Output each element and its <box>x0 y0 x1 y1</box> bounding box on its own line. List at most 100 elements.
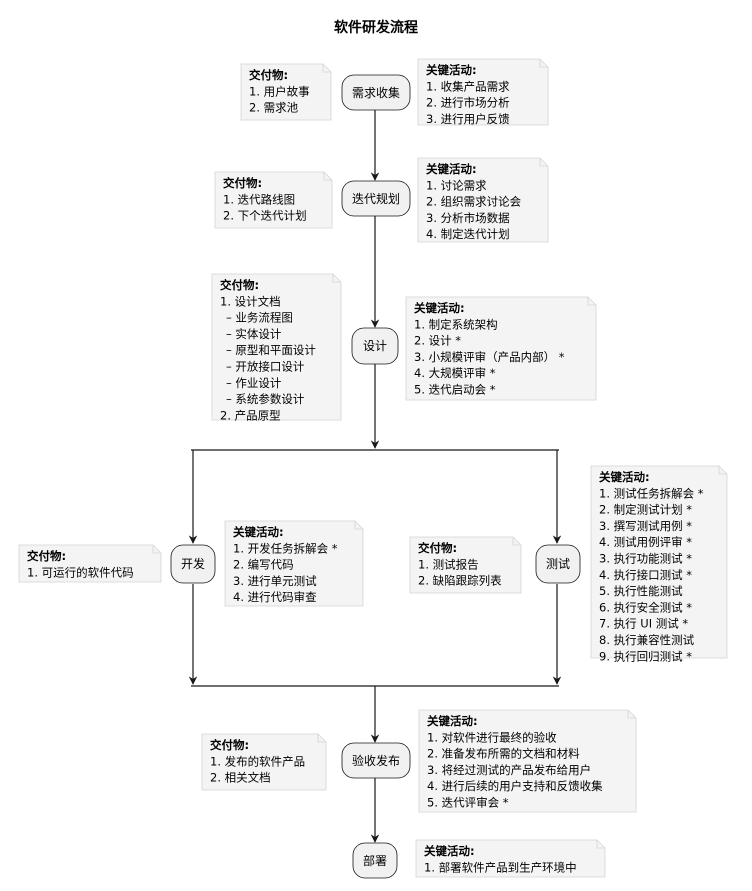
note-heading: 交付物: <box>249 68 288 82</box>
note-body <box>417 58 549 126</box>
note-line: 3. 撰写测试用例 * <box>599 519 692 533</box>
node-dev-label: 开发 <box>181 556 205 571</box>
note-line: 2. 相关文档 <box>210 771 271 785</box>
note-fold <box>539 59 548 68</box>
note-line: 2. 缺陷跟踪列表 <box>418 574 502 588</box>
note-collect-act: 关键活动: 1. 收集产品需求 2. 进行市场分析 3. 进行用户反馈 <box>417 58 549 126</box>
note-fold <box>718 466 727 475</box>
node-plan-label: 迭代规划 <box>352 191 400 206</box>
note-line: – 实体设计 <box>226 327 282 341</box>
note-line: 1. 讨论需求 <box>426 178 487 192</box>
note-fold <box>539 158 548 167</box>
note-line: 2. 准备发布所需的文档和材料 <box>427 747 580 761</box>
note-heading: 交付物: <box>223 176 262 190</box>
note-line: 1. 设计文档 <box>220 294 281 308</box>
note-line: 4. 大规模评审 * <box>414 366 496 380</box>
note-line: 3. 执行功能测试 * <box>599 552 692 566</box>
note-line: 1. 发布的软件产品 <box>210 754 305 768</box>
note-fold <box>354 521 363 530</box>
note-fold <box>596 840 605 849</box>
note-line: 3. 进行用户反馈 <box>426 112 510 126</box>
note-heading: 关键活动: <box>426 63 477 77</box>
note-body <box>201 733 327 791</box>
note-line: 3. 将经过测试的产品发布给用户 <box>427 763 591 777</box>
note-line: 1. 开发任务拆解会 * <box>233 541 338 555</box>
note-line: 2. 下个迭代计划 <box>223 209 307 223</box>
note-line: 6. 执行安全测试 * <box>599 600 692 614</box>
note-test-act: 关键活动: 1. 测试任务拆解会 * 2. 制定测试计划 * 3. 撰写测试用例 * 4… <box>590 465 728 663</box>
note-fold <box>317 734 326 743</box>
note-heading: 关键活动: <box>233 525 284 539</box>
node-collect: 需求收集 <box>341 74 411 111</box>
note-line: 5. 迭代启动会 * <box>414 383 496 397</box>
note-heading: 关键活动: <box>599 470 650 484</box>
note-line: 1. 测试任务拆解会 * <box>599 486 704 500</box>
note-line: 2. 产品原型 <box>220 408 281 422</box>
node-plan: 迭代规划 <box>341 180 411 217</box>
note-accept-act: 关键活动: 1. 对软件进行最终的验收 2. 准备发布所需的文档和材料 3. 将经过测… <box>418 709 637 813</box>
note-body <box>418 709 637 813</box>
note-plan-act: 关键活动: 1. 讨论需求 2. 组织需求讨论会 3. 分析市场数据 4. 制定迭代计划 <box>417 157 549 243</box>
note-body <box>224 520 364 607</box>
note-fold <box>332 274 341 283</box>
note-line: 2. 组织需求讨论会 <box>426 195 522 209</box>
note-body <box>415 839 606 878</box>
note-line: 4. 测试用例评审 * <box>599 535 692 549</box>
note-deploy-act: 关键活动: 1. 部署软件产品到生产环境中 <box>415 839 606 878</box>
note-heading: 关键活动: <box>427 714 478 728</box>
note-fold <box>512 537 521 546</box>
note-body <box>211 273 342 421</box>
note-line: 2. 设计 * <box>414 334 461 348</box>
note-line: 2. 制定测试计划 * <box>599 503 692 517</box>
note-line: 2. 需求池 <box>249 101 299 115</box>
note-line: 1. 迭代路线图 <box>223 192 295 206</box>
note-body <box>405 296 597 401</box>
note-line: 3. 进行单元测试 <box>233 574 317 588</box>
note-line: 4. 进行后续的用户支持和反馈收集 <box>427 779 603 793</box>
node-accept-label: 验收发布 <box>352 753 400 768</box>
note-fold <box>152 545 161 554</box>
note-heading: 交付物: <box>27 549 66 563</box>
note-line: – 系统参数设计 <box>226 392 305 406</box>
note-design-deliv: 交付物:1. 设计文档– 业务流程图– 实体设计– 原型和平面设计– 开放接口设… <box>211 273 342 422</box>
note-line: 1. 测试报告 <box>418 557 479 571</box>
note-fold <box>627 710 636 719</box>
note-heading: 交付物: <box>210 738 249 752</box>
note-body <box>18 544 162 583</box>
note-line: 4. 执行接口测试 * <box>599 568 692 582</box>
note-fold <box>322 64 331 73</box>
note-line: – 原型和平面设计 <box>226 343 316 357</box>
note-line: 1. 对软件进行最终的验收 <box>427 730 557 744</box>
note-body <box>417 157 549 243</box>
note-line: 8. 执行兼容性测试 <box>599 633 695 647</box>
note-line: 1. 收集产品需求 <box>426 79 510 93</box>
node-collect-label: 需求收集 <box>352 85 400 100</box>
note-line: 7. 执行 UI 测试 * <box>599 617 688 631</box>
note-line: 5. 执行性能测试 <box>599 584 683 598</box>
note-line: 4. 进行代码审查 <box>233 590 317 604</box>
note-line: – 业务流程图 <box>226 311 293 325</box>
note-line: 2. 进行市场分析 <box>426 96 510 110</box>
note-line: 5. 迭代评审会 * <box>427 796 509 810</box>
node-test-label: 测试 <box>546 556 570 571</box>
note-heading: 关键活动: <box>426 162 477 176</box>
note-line: 3. 分析市场数据 <box>426 211 510 225</box>
note-line: 1. 部署软件产品到生产环境中 <box>424 860 577 874</box>
note-body <box>409 536 522 594</box>
note-line: 1. 可运行的软件代码 <box>27 565 134 579</box>
node-design: 设计 <box>351 327 399 365</box>
node-design-label: 设计 <box>363 339 387 353</box>
note-dev-deliv: 交付物: 1. 可运行的软件代码 <box>18 544 162 583</box>
note-line: – 作业设计 <box>226 376 282 390</box>
note-line: 4. 制定迭代计划 <box>426 227 510 241</box>
note-heading: 关键活动: <box>424 844 475 858</box>
note-body <box>214 171 333 229</box>
connectors <box>188 110 562 843</box>
note-body <box>590 465 728 659</box>
